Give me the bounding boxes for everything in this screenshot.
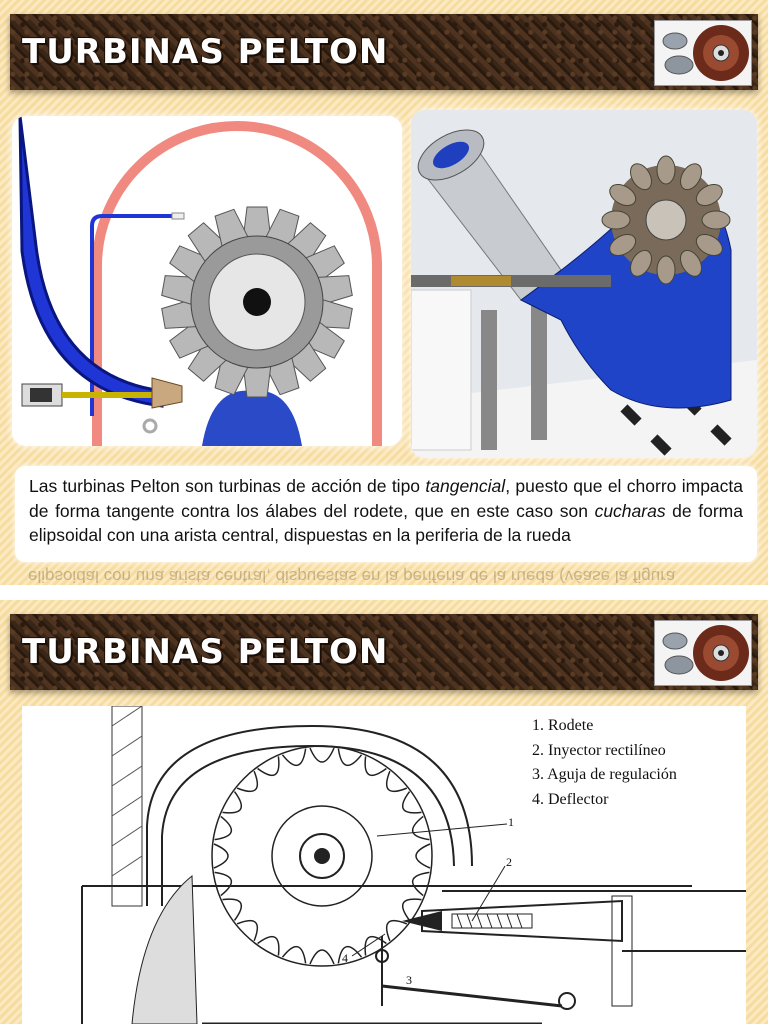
pelton-turbine-photo [411, 110, 757, 458]
caption-box: Las turbinas Pelton son turbinas de acci… [15, 466, 757, 562]
parts-legend: 1. Rodete 2. Inyector rectilíneo 3. Aguj… [532, 714, 677, 812]
legend-item: 2. Inyector rectilíneo [532, 741, 666, 759]
title-banner: TURBINAS PELTON [10, 614, 758, 690]
pelton-schematic-diagram [12, 116, 402, 446]
callout-4: 4 [342, 951, 348, 965]
slide-title: TURBINAS PELTON [22, 632, 389, 672]
slide-separator [0, 585, 768, 600]
callout-1: 1 [508, 815, 514, 829]
slide-title: TURBINAS PELTON [22, 32, 389, 72]
slide-1: TURBINAS PELTON [0, 0, 768, 585]
title-banner: TURBINAS PELTON [10, 14, 758, 90]
callout-3: 3 [406, 973, 412, 987]
turbine-logo-icon [654, 20, 752, 86]
callout-2: 2 [506, 855, 512, 869]
slide-2: TURBINAS PELTON [0, 600, 768, 1024]
caption-text: Las turbinas Pelton son turbinas de acci… [29, 476, 743, 545]
legend-item: 1. Rodete [532, 717, 594, 734]
pelton-section-drawing: 1 2 3 4 1. Rodete 2. Inyector rectilíneo… [22, 706, 746, 1024]
legend-item: 4. Deflector [532, 790, 609, 808]
turbine-logo-icon [654, 620, 752, 686]
caption-reflection: elipsoidal con una arista central, dispu… [28, 567, 676, 585]
legend-item: 3. Aguja de regulación [532, 766, 677, 783]
